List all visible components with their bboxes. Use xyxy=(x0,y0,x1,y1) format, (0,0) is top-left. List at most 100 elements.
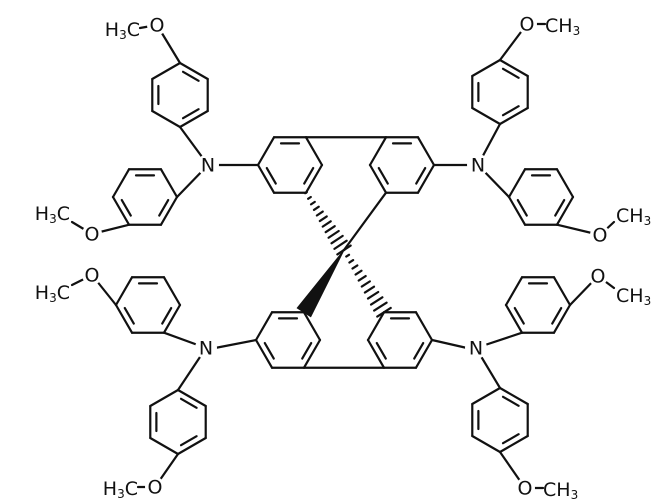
methyl-group: H3C xyxy=(35,203,70,226)
methoxyphenyl-ring-bond xyxy=(176,436,207,456)
methoxyphenyl-ring-bond xyxy=(149,436,180,456)
methyl-group: CH3 xyxy=(616,285,651,308)
label-backdrop xyxy=(145,477,165,497)
lower-right-ring-bond xyxy=(414,311,434,342)
hashed-wedge-bond xyxy=(345,253,351,258)
label-backdrop xyxy=(467,154,489,176)
lower-right-ring-double-bond xyxy=(375,341,387,360)
upper-left-ring-double-bond xyxy=(265,166,277,185)
bond xyxy=(342,191,388,252)
hashed-wedge-bond xyxy=(304,191,308,195)
methoxyphenyl-ring-bond xyxy=(471,58,502,78)
label-backdrop xyxy=(147,15,167,35)
label-backdrop xyxy=(465,337,487,359)
lower-left-ring-bond xyxy=(302,311,322,342)
methoxyphenyl-ring-bond xyxy=(498,386,529,406)
lower-right-ring-bond xyxy=(366,338,386,369)
methyl-group: CH3 xyxy=(543,479,578,502)
upper-right-ring-double-bond xyxy=(415,166,427,185)
oxygen-atom: O xyxy=(150,15,165,37)
hashed-wedge-bond xyxy=(363,285,376,294)
methoxyphenyl-ring-double-bond xyxy=(501,67,520,79)
methoxyphenyl-ring-double-bond xyxy=(123,306,135,325)
upper-right-ring-double-bond xyxy=(377,166,389,185)
hashed-wedge-bond xyxy=(357,274,367,282)
lower-left-ring-bond xyxy=(254,311,274,342)
hashed-wedge-bond xyxy=(309,200,316,206)
nitrogen-atom: N xyxy=(469,338,483,360)
hashed-wedge-bond xyxy=(369,296,384,306)
methoxyphenyl-ring-bond xyxy=(552,303,572,334)
methoxyphenyl-ring-bond xyxy=(149,388,180,408)
hashed-wedge-bond xyxy=(342,248,346,252)
upper-left-ring-bond xyxy=(304,136,324,167)
hashed-wedge-bond xyxy=(306,195,312,200)
hashed-wedge-bond xyxy=(321,220,332,228)
methyl-group: H3C xyxy=(35,282,70,305)
methoxyphenyl-ring-bond xyxy=(498,58,529,78)
lower-right-ring-bond xyxy=(366,311,386,342)
methoxyphenyl-ring-bond xyxy=(504,303,524,334)
oxygen-atom: O xyxy=(593,225,608,247)
methoxyphenyl-ring-double-bond xyxy=(179,435,198,447)
upper-left-ring-bond xyxy=(256,163,276,194)
hashed-wedge-bond xyxy=(330,234,344,245)
methoxyphenyl-ring-bond xyxy=(471,386,502,406)
label-backdrop xyxy=(517,14,537,34)
oxygen-atom: O xyxy=(148,477,163,499)
oxygen-atom: O xyxy=(520,14,535,36)
methoxyphenyl-ring-double-bond xyxy=(554,198,566,217)
oxygen-atom: O xyxy=(591,266,606,288)
methoxyphenyl-ring-double-bond xyxy=(501,395,520,407)
upper-right-ring-bond xyxy=(368,163,388,194)
c-n-bond xyxy=(213,338,258,350)
methoxyphenyl-ring-bond xyxy=(151,61,182,81)
lower-left-ring-double-bond xyxy=(263,341,275,360)
hashed-wedge-bond xyxy=(318,215,328,223)
methoxyphenyl-ring-bond xyxy=(555,195,575,226)
methoxyphenyl-ring-bond xyxy=(498,106,529,126)
methoxyphenyl-ring-bond xyxy=(471,106,502,126)
hashed-wedge-bond xyxy=(315,210,324,217)
methoxyphenyl-ring-bond xyxy=(111,195,131,226)
methoxyphenyl-ring-bond xyxy=(114,303,134,334)
oxygen-atom: O xyxy=(518,478,533,500)
methoxyphenyl-ring-bond xyxy=(498,434,529,454)
methoxyphenyl-ring-double-bond xyxy=(161,306,173,325)
methoxyphenyl-ring-bond xyxy=(555,168,575,199)
methoxyphenyl-ring-bond xyxy=(176,388,207,408)
methoxyphenyl-ring-double-bond xyxy=(181,70,200,82)
hashed-wedge-bond xyxy=(348,258,355,264)
methoxyphenyl-ring-bond xyxy=(507,168,527,199)
methoxyphenyl-ring-bond xyxy=(111,168,131,199)
oxygen-atom: O xyxy=(85,265,100,287)
upper-right-ring-bond xyxy=(368,136,388,167)
upper-right-ring-bond xyxy=(416,136,436,167)
lower-left-ring-bond xyxy=(254,338,274,369)
methyl-group: H3C xyxy=(103,478,138,501)
upper-left-ring-bond xyxy=(304,163,324,194)
methyl-group: CH3 xyxy=(545,15,580,38)
lower-left-ring-double-bond xyxy=(301,341,313,360)
label-backdrop xyxy=(197,154,219,176)
methoxyphenyl-ring-bond xyxy=(159,195,179,226)
nitrogen-atom: N xyxy=(471,155,485,177)
nitrogen-atom: N xyxy=(201,155,215,177)
label-backdrop xyxy=(195,337,217,359)
methoxyphenyl-ring-bond xyxy=(178,61,209,81)
methoxyphenyl-ring-bond xyxy=(507,195,527,226)
methoxyphenyl-ring-bond xyxy=(471,434,502,454)
methoxyphenyl-ring-bond xyxy=(178,109,209,129)
methoxyphenyl-ring-double-bond xyxy=(516,198,528,217)
hashed-wedge-bond xyxy=(324,225,336,234)
methoxyphenyl-ring-bond xyxy=(114,276,134,307)
hashed-wedge-bond xyxy=(312,205,320,212)
upper-left-ring-bond xyxy=(256,136,276,167)
hashed-wedge-bond xyxy=(366,290,380,300)
lower-right-ring-bond xyxy=(414,338,434,369)
methoxyphenyl-ring-bond xyxy=(162,276,182,307)
methoxyphenyl-ring-bond xyxy=(162,303,182,334)
label-backdrop xyxy=(515,478,535,498)
methoxyphenyl-ring-bond xyxy=(552,276,572,307)
